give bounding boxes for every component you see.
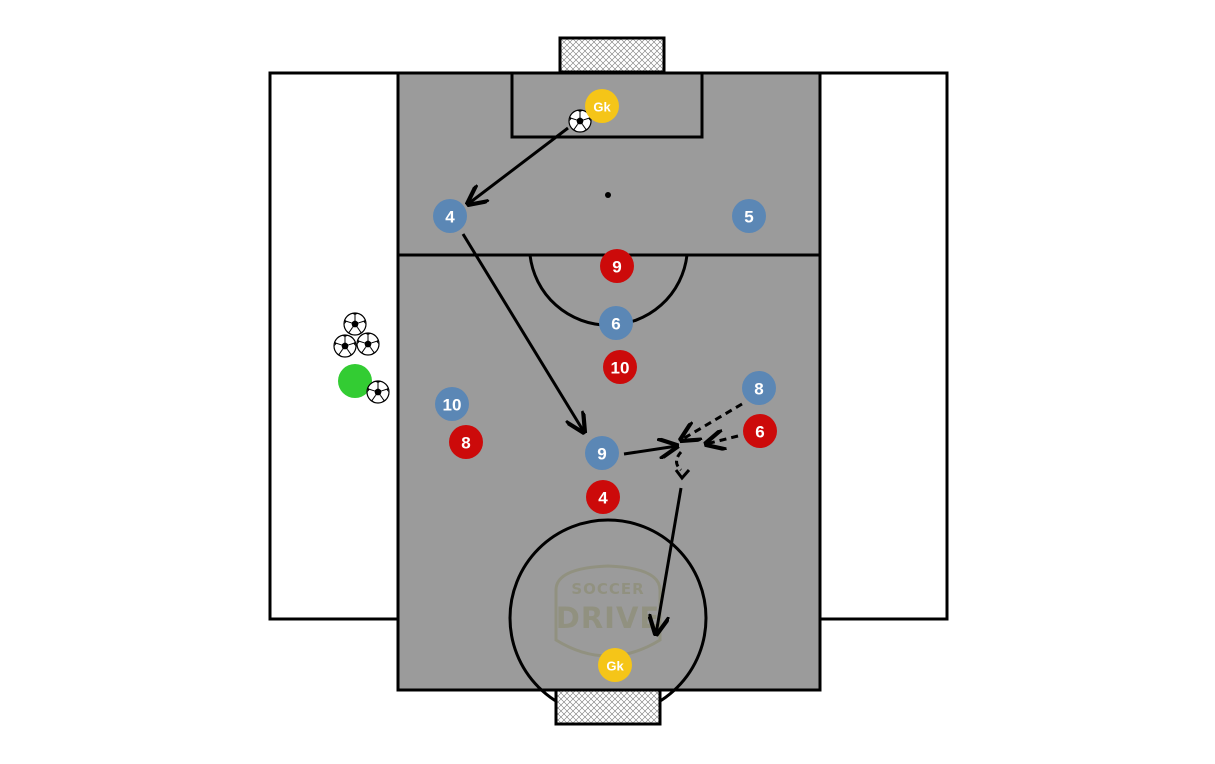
blue-player: 9 [585,436,619,470]
blue-player: 6 [599,306,633,340]
player-number: 5 [744,208,753,227]
top-goal [558,36,666,74]
pass-arrow-gk-to-4 [468,126,569,204]
player-number: 4 [445,208,455,227]
goalkeeper-label: Gk [606,659,624,674]
player-number: 8 [461,434,470,453]
red-player: 4 [586,480,620,514]
shot-arrow [656,487,683,634]
pass-arrow-9 [623,446,677,454]
ball-icon [343,312,367,336]
blue-player: 4 [433,199,467,233]
coach-marker [338,364,372,398]
watermark-bottom-text: DRIVE [556,601,660,635]
press-arrow-red-6 [706,436,739,444]
watermark-top-text: SOCCER [571,580,644,598]
curved-run-arrowhead [674,469,691,481]
red-player: 10 [603,350,637,384]
run-arrow-4-to-9 [461,233,584,432]
player-number: 8 [754,380,763,399]
soccer-drive-watermark: SOCCER DRIVE [554,564,662,658]
player-number: 10 [443,396,462,415]
goalkeeper-top: Gk [585,89,619,123]
blue-player: 5 [732,199,766,233]
ball-icon [356,332,380,356]
player-number: 10 [611,359,630,378]
player-number: 9 [612,258,621,277]
goalkeeper-label: Gk [593,100,611,115]
player-number: 6 [755,423,764,442]
penalty-spot [605,192,611,198]
blue-player: 10 [435,387,469,421]
bottom-goal [554,688,662,726]
player-number: 6 [611,315,620,334]
red-player: 6 [743,414,777,448]
ball-icon [366,380,390,404]
player-number: 4 [598,489,608,508]
goalkeeper-bottom: Gk [598,648,632,682]
red-player: 9 [600,249,634,283]
curved-run-arrow [675,450,683,472]
ball-icon [333,334,357,358]
red-player: 8 [449,425,483,459]
player-number: 9 [597,445,606,464]
blue-player: 8 [742,371,776,405]
